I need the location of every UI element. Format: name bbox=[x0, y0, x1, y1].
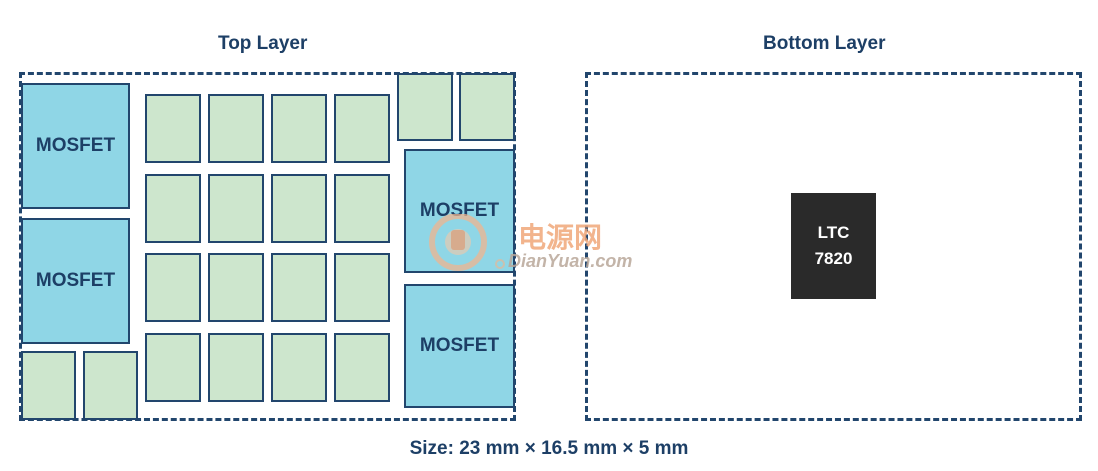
dianyuan-watermark: 电源网 DianYuan.com bbox=[418, 214, 688, 274]
passive-component bbox=[208, 333, 264, 402]
mosfet-label: MOSFET bbox=[35, 270, 116, 291]
watermark-english-text: DianYuan.com bbox=[508, 251, 633, 271]
passive-component bbox=[145, 94, 201, 163]
passive-component bbox=[145, 333, 201, 402]
passive-component bbox=[459, 73, 515, 141]
chip-label-line1: LTC bbox=[817, 223, 850, 242]
passive-component bbox=[145, 174, 201, 243]
passive-component bbox=[145, 253, 201, 322]
passive-component bbox=[271, 253, 327, 322]
passive-component bbox=[21, 351, 76, 420]
passive-component bbox=[334, 253, 390, 322]
bottom-layer-title: Bottom Layer bbox=[763, 33, 886, 54]
passive-component bbox=[83, 351, 138, 420]
passive-component bbox=[271, 333, 327, 402]
mosfet-label: MOSFET bbox=[419, 200, 500, 221]
mosfet-label: MOSFET bbox=[419, 335, 500, 356]
mosfet-top-left: MOSFET bbox=[21, 83, 130, 209]
passive-component bbox=[208, 94, 264, 163]
watermark-chinese-text: 电源网 bbox=[518, 221, 603, 254]
mosfet-label: MOSFET bbox=[35, 135, 116, 156]
ltc7820-chip: LTC 7820 bbox=[791, 193, 876, 299]
bottom-layer-outline bbox=[585, 72, 1082, 421]
passive-component bbox=[334, 94, 390, 163]
dianyuan-logo-icon bbox=[429, 214, 505, 271]
chip-label-line2: 7820 bbox=[814, 249, 853, 268]
passive-component bbox=[271, 94, 327, 163]
passive-component bbox=[271, 174, 327, 243]
size-caption: Size: 23 mm × 16.5 mm × 5 mm bbox=[409, 438, 689, 459]
passive-component bbox=[208, 253, 264, 322]
top-layer-title: Top Layer bbox=[218, 33, 308, 54]
passive-component bbox=[397, 73, 453, 141]
mosfet-mid-left: MOSFET bbox=[21, 218, 130, 344]
mosfet-lower-right: MOSFET bbox=[404, 284, 515, 408]
passive-component bbox=[334, 333, 390, 402]
passive-component bbox=[208, 174, 264, 243]
passive-component bbox=[334, 174, 390, 243]
